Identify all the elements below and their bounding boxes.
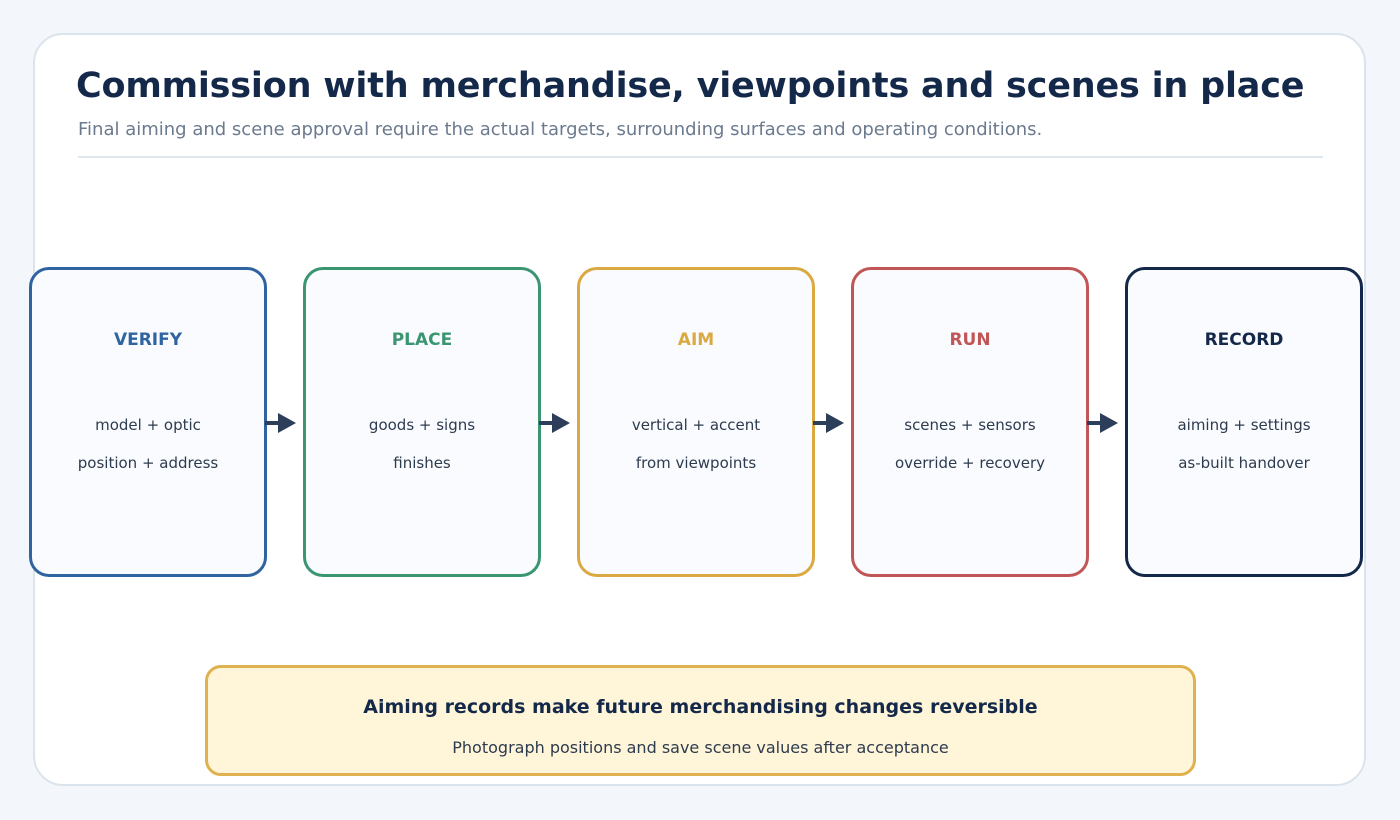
step-detail-line: as-built handover [1178,454,1310,472]
step-detail-line: scenes + sensors [904,416,1036,434]
arrow-head [1100,413,1118,433]
step-verify: VERIFY model + optic position + address [29,267,267,577]
step-label: PLACE [391,330,453,350]
step-aim: AIM vertical + accent from viewpoints [577,267,815,577]
step-detail-line: position + address [77,454,219,472]
arrow-head [278,413,296,433]
step-label: AIM [677,330,715,350]
step-detail-line: goods + signs [368,416,476,434]
callout-title: Aiming records make future merchandising… [363,696,1038,718]
step-detail-line: aiming + settings [1177,416,1311,434]
callout-text: Photograph positions and save scene valu… [452,738,949,757]
arrow-right-icon [813,413,844,433]
step-place: PLACE goods + signs finishes [303,267,541,577]
arrow-right-icon [539,413,570,433]
step-detail-line: from viewpoints [635,454,757,472]
step-run: RUN scenes + sensors override + recovery [851,267,1089,577]
arrow-head [552,413,570,433]
step-record: RECORD aiming + settings as-built handov… [1125,267,1363,577]
callout-note: Aiming records make future merchandising… [205,665,1196,776]
step-detail-line: vertical + accent [631,416,761,434]
arrow-right-icon [1087,413,1118,433]
arrow-right-icon [265,413,296,433]
step-label: RECORD [1204,330,1284,350]
step-detail-line: finishes [393,454,451,472]
page-subtitle: Final aiming and scene approval require … [78,119,1043,140]
step-detail-line: override + recovery [894,454,1045,472]
arrow-head [826,413,844,433]
header-divider [78,156,1323,158]
step-label: RUN [949,330,991,350]
page-title: Commission with merchandise, viewpoints … [76,66,1305,106]
step-label: VERIFY [113,330,183,350]
step-detail-line: model + optic [95,416,201,434]
